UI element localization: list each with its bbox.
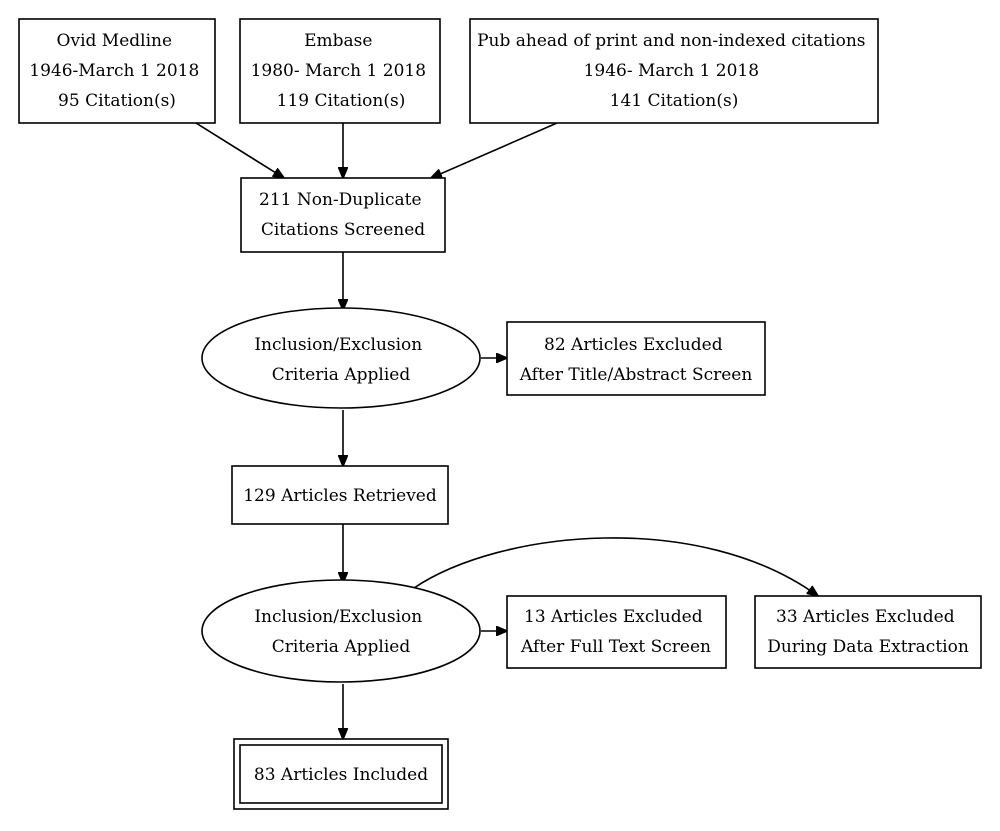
- criteria-1-line-1: Inclusion/Exclusion: [254, 335, 422, 355]
- pub-ahead-line-1: Pub ahead of print and non-indexed citat…: [477, 31, 865, 51]
- node-excluded-fulltext: 13 Articles Excluded After Full Text Scr…: [506, 595, 727, 669]
- non-duplicate-line-1: 211 Non-Duplicate: [259, 190, 422, 210]
- excluded-extraction-line-2: During Data Extraction: [767, 637, 969, 657]
- node-pub-ahead: Pub ahead of print and non-indexed citat…: [469, 18, 879, 124]
- node-embase: Embase 1980- March 1 2018 119 Citation(s…: [239, 18, 441, 124]
- pub-ahead-line-3: 141 Citation(s): [610, 91, 739, 111]
- non-duplicate-line-2: Citations Screened: [261, 220, 425, 240]
- svg-text:13 Articles Excluded Aft: 13 Articles Excluded After Full Text Scr…: [520, 607, 711, 657]
- edge-pubahead-to-nonduplicate: [431, 122, 558, 178]
- embase-line-3: 119 Citation(s): [277, 91, 406, 111]
- included-inner-box: [239, 744, 443, 804]
- criteria-1-ellipse: [201, 307, 481, 409]
- node-criteria-1: Inclusion/Exclusion Criteria Applied: [201, 307, 481, 409]
- node-ovid-medline: Ovid Medline 1946-March 1 2018 95 Citati…: [18, 18, 216, 124]
- svg-text:33 Articles Excluded Dur: 33 Articles Excluded During Data Extract…: [767, 607, 969, 657]
- excluded-title-box: [506, 321, 766, 396]
- embase-line-2: 1980- March 1 2018: [251, 61, 426, 81]
- criteria-1-line-2: Criteria Applied: [272, 365, 411, 385]
- embase-box: [239, 18, 441, 124]
- node-excluded-extraction: 33 Articles Excluded During Data Extract…: [754, 595, 982, 669]
- retrieved-line-1: 129 Articles Retrieved: [243, 486, 437, 506]
- edge-criteria2-to-excluded-extraction: [413, 537, 818, 596]
- ovid-medline-box: [18, 18, 216, 124]
- ovid-medline-line-1: Ovid Medline: [57, 31, 173, 51]
- edges: [195, 122, 818, 739]
- svg-text:129 Articles Retrieved: 129 Articles Retrieved: [243, 486, 437, 506]
- excluded-fulltext-line-2: After Full Text Screen: [520, 637, 711, 657]
- svg-text:83 Articles Included: 83 Articles Included: [254, 765, 428, 785]
- embase-line-1: Embase: [304, 31, 372, 51]
- criteria-2-line-1: Inclusion/Exclusion: [254, 607, 422, 627]
- excluded-fulltext-line-1: 13 Articles Excluded: [524, 607, 703, 627]
- node-criteria-2: Inclusion/Exclusion Criteria Applied: [201, 579, 481, 683]
- ovid-medline-line-3: 95 Citation(s): [58, 91, 176, 111]
- criteria-2-ellipse: [201, 579, 481, 683]
- svg-text:211 Non-Duplicate Citati: 211 Non-Duplicate Citations Screened: [259, 190, 427, 240]
- excluded-title-line-2: After Title/Abstract Screen: [519, 365, 753, 385]
- retrieved-box: [231, 465, 449, 525]
- node-retrieved: 129 Articles Retrieved: [231, 465, 449, 525]
- svg-text:82 Articles Excluded Aft: 82 Articles Excluded After Title/Abstrac…: [519, 335, 753, 385]
- edge-ovid-to-nonduplicate: [195, 122, 284, 178]
- excluded-extraction-box: [754, 595, 982, 669]
- svg-text:Inclusion/Exclusion Crit: Inclusion/Exclusion Criteria Applied: [254, 607, 427, 657]
- svg-text:Pub ahead of print and non-ind: Pub ahead of print and non-indexed citat…: [477, 31, 871, 111]
- excluded-fulltext-box: [506, 595, 727, 669]
- svg-text:Ovid Medline 1946-March: Ovid Medline 1946-March 1 2018 95 Citati…: [29, 31, 204, 111]
- svg-text:Embase 1980- March 1 201: Embase 1980- March 1 2018 119 Citation(s…: [251, 31, 432, 111]
- pub-ahead-box: [469, 18, 879, 124]
- criteria-2-line-2: Criteria Applied: [272, 637, 411, 657]
- pub-ahead-line-2: 1946- March 1 2018: [584, 61, 759, 81]
- ovid-medline-line-2: 1946-March 1 2018: [29, 61, 199, 81]
- included-line-1: 83 Articles Included: [254, 765, 428, 785]
- node-non-duplicate: 211 Non-Duplicate Citations Screened: [240, 177, 446, 253]
- node-included: 83 Articles Included: [233, 738, 449, 810]
- svg-text:Inclusion/Exclusion Crit: Inclusion/Exclusion Criteria Applied: [254, 335, 427, 385]
- excluded-title-line-1: 82 Articles Excluded: [544, 335, 723, 355]
- node-excluded-title: 82 Articles Excluded After Title/Abstrac…: [506, 321, 766, 396]
- non-duplicate-box: [240, 177, 446, 253]
- excluded-extraction-line-1: 33 Articles Excluded: [776, 607, 955, 627]
